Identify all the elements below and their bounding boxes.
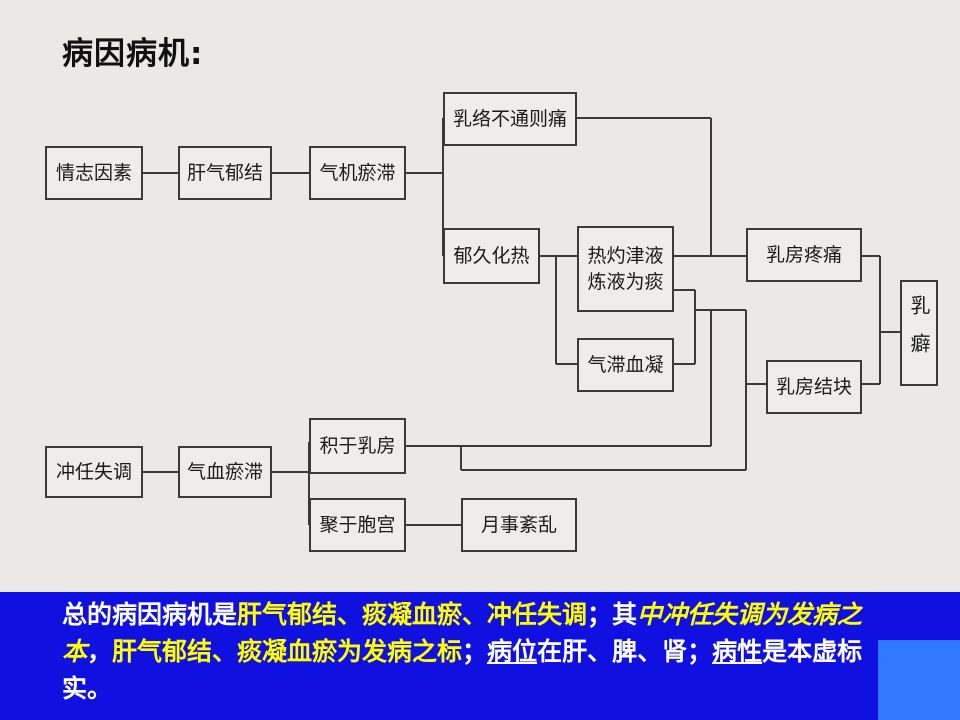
node-qingzhi-yinsu: 情志因素 bbox=[45, 146, 143, 200]
page-title: 病因病机: bbox=[62, 36, 204, 72]
node-qizhi-xuening: 气滞血凝 bbox=[577, 338, 674, 392]
node-rufang-jiekuai: 乳房结块 bbox=[766, 360, 862, 414]
summary-highlight: 肝气郁结、痰凝血瘀、冲任失调 bbox=[237, 600, 588, 629]
node-rufang-tengtong: 乳房疼痛 bbox=[746, 228, 862, 282]
summary-highlight: 肝气郁结、痰凝血瘀为发病之标 bbox=[112, 637, 463, 666]
node-jiyu-rufang: 积于乳房 bbox=[309, 418, 406, 474]
summary-part: ， bbox=[87, 637, 113, 666]
summary-part: ； bbox=[462, 637, 488, 666]
node-ganqi-yujie: 肝气郁结 bbox=[178, 146, 272, 200]
summary-part: 是本虚标实。 bbox=[62, 637, 863, 703]
accent-bar bbox=[878, 640, 960, 720]
node-qiji-yuzhi: 气机瘀滞 bbox=[309, 146, 406, 200]
summary-term-bingxing: 病性 bbox=[712, 637, 763, 666]
node-yueshi-wenluan: 月事紊乱 bbox=[461, 498, 577, 552]
node-chongren-shitiao: 冲任失调 bbox=[45, 446, 143, 498]
node-qixue-yuzhi: 气血瘀滞 bbox=[178, 446, 272, 498]
summary-text: 总的病因病机是肝气郁结、痰凝血瘀、冲任失调；其中冲任失调为发病之本，肝气郁结、痰… bbox=[62, 596, 902, 707]
summary-part: 在肝、脾、肾； bbox=[537, 637, 713, 666]
node-juyu-baogong: 聚于胞宫 bbox=[309, 498, 406, 552]
summary-term-bingwei: 病位 bbox=[487, 637, 538, 666]
node-yujiu-huare: 郁久化热 bbox=[443, 228, 540, 284]
summary-part: 总的病因病机是 bbox=[62, 600, 238, 629]
summary-emphasis: 中冲任失调为发病之本 bbox=[62, 600, 863, 666]
summary-part: ；其 bbox=[587, 600, 638, 629]
summary-panel bbox=[0, 592, 960, 720]
node-rezhuo-jinye: 热灼津液 炼液为痰 bbox=[577, 226, 674, 312]
node-ruluo-butong: 乳络不通则痛 bbox=[443, 92, 577, 146]
node-rupi: 乳癖 bbox=[900, 280, 938, 386]
